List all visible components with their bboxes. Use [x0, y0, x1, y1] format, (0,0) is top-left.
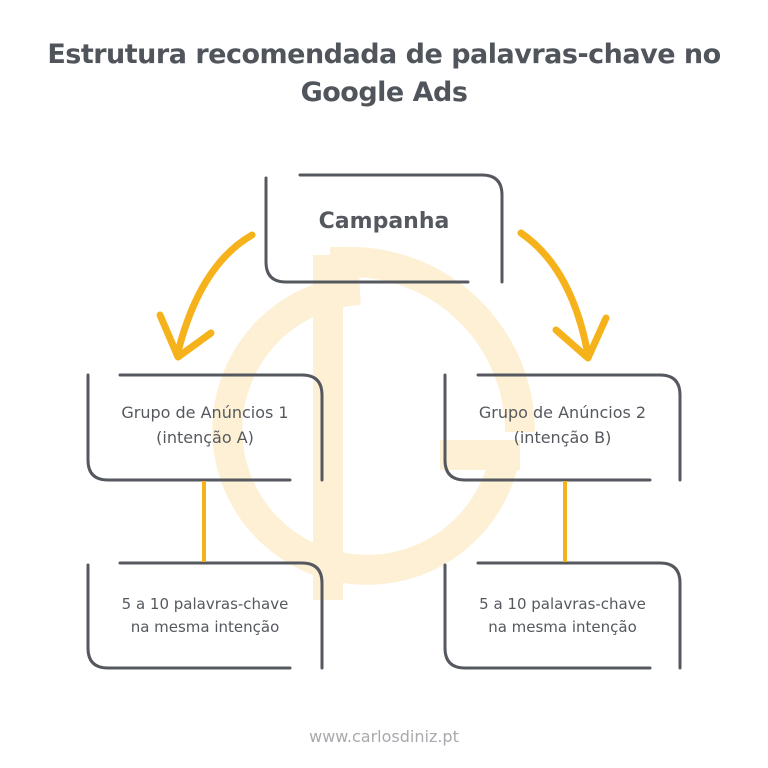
campaign-box-outline: [264, 173, 504, 284]
keywords-2-line-1: 5 a 10 palavras-chave: [479, 595, 646, 613]
campaign-node: Campanha: [266, 208, 502, 236]
ad-group-2-node: Grupo de Anúncios 2 (intenção B): [445, 400, 680, 450]
keywords-2-line-2: na mesma intenção: [488, 618, 637, 636]
page-title-line-2: Google Ads: [300, 77, 468, 108]
keywords-1-line-1: 5 a 10 palavras-chave: [121, 595, 289, 613]
ad-group-2-box-outline: [443, 373, 682, 482]
ad-group-1-title: Grupo de Anúncios 1: [121, 403, 289, 422]
dg-logo-watermark-icon: [212, 246, 535, 600]
keywords-box-1-outline: [86, 561, 324, 670]
keywords-1-line-2: na mesma intenção: [130, 618, 280, 636]
curved-arrow-down-right-icon: [517, 229, 610, 362]
ad-group-1-box-outline: [86, 373, 324, 482]
keywords-2-node: 5 a 10 palavras-chave na mesma intenção: [445, 593, 680, 639]
ad-group-1-node: Grupo de Anúncios 1 (intenção A): [88, 400, 322, 450]
campaign-label: Campanha: [318, 209, 450, 234]
curved-arrow-down-left-icon: [156, 231, 256, 361]
ad-group-2-title: Grupo de Anúncios 2: [478, 403, 647, 422]
ad-group-1-intent: (intenção A): [156, 428, 254, 447]
footer-url: www.carlosdiniz.pt: [309, 727, 459, 746]
keywords-box-2-outline: [443, 561, 682, 670]
keywords-1-node: 5 a 10 palavras-chave na mesma intenção: [88, 593, 322, 639]
ad-group-2-intent: (intenção B): [513, 428, 612, 447]
page-title: Estrutura recomendada de palavras-chave …: [0, 36, 768, 112]
page-title-line-1: Estrutura recomendada de palavras-chave …: [47, 39, 721, 70]
